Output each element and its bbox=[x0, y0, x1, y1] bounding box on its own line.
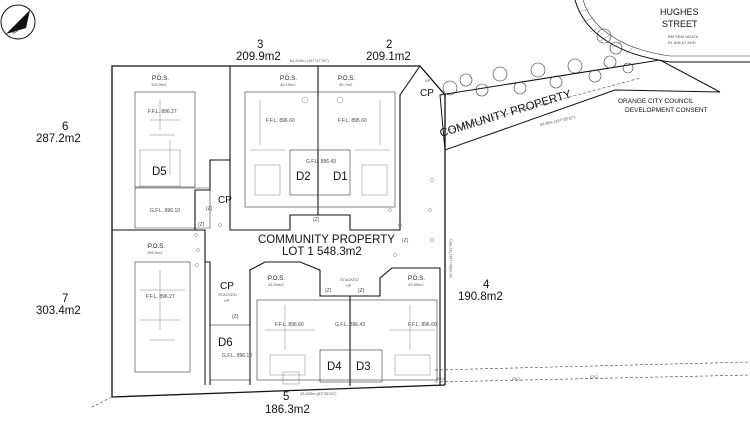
floor-level: F.F.L. 896.60 bbox=[266, 118, 295, 124]
dwelling-id: D4 bbox=[327, 361, 342, 373]
pos-label: P.O.S. bbox=[268, 276, 285, 282]
lot-area: 190.8m2 bbox=[458, 291, 503, 303]
dwelling-id: D3 bbox=[356, 361, 371, 373]
street-curve: HUGHES STREET BM SSM 184576 RL 896.67 AH… bbox=[574, 0, 750, 63]
lot-area: 209.9m2 bbox=[236, 51, 281, 63]
pos-label: P.O.S. bbox=[408, 276, 425, 282]
floor-level: G.F.L. 896.10 bbox=[150, 208, 180, 214]
floor-level: F.F.L. 895.60 bbox=[338, 118, 367, 124]
dc-marker: (DC) bbox=[512, 376, 521, 381]
street-name-line1: HUGHES bbox=[660, 7, 699, 17]
pos-label: P.O.S. bbox=[338, 76, 355, 82]
visitor-parking-label: VP bbox=[346, 283, 352, 288]
dwelling-id: D1 bbox=[333, 171, 348, 183]
z-marker: (Z) bbox=[313, 217, 320, 223]
lot-area: 186.3m2 bbox=[265, 404, 310, 416]
pos-label: P.O.S. bbox=[148, 244, 165, 250]
floor-level: G.F.L. 896.10 bbox=[222, 353, 252, 359]
dimension-top: 61.415m (167°47'30") bbox=[290, 58, 329, 63]
pos-area: 43.50m2 bbox=[268, 282, 284, 287]
floor-level: F.F.L. 896.27 bbox=[148, 109, 177, 115]
lot-area: 209.1m2 bbox=[366, 51, 411, 63]
council-line1: ORANGE CITY COUNCIL bbox=[618, 98, 694, 105]
common-property-lot: LOT 1 548.3m2 bbox=[282, 246, 362, 258]
floor-level: F.F.L. 896.60 bbox=[275, 322, 304, 328]
z-marker: (Z) bbox=[325, 288, 332, 294]
community-strip: COMMUNITY PROPERTY 24.56m (167°35'10") O… bbox=[438, 28, 721, 151]
dwelling-id: D6 bbox=[218, 337, 233, 349]
car-park-label: CP bbox=[420, 88, 434, 99]
dimension-south: 43.825m (83°35'20") bbox=[300, 391, 337, 396]
z-marker: (Z) bbox=[232, 314, 239, 320]
street-note-line2: RL 896.67 AHD bbox=[668, 40, 696, 45]
dimension-east: 26.265m (167°47'30") bbox=[448, 239, 453, 278]
car-park-label: CP bbox=[220, 281, 234, 292]
floor-level: G.F.L. 896.43 bbox=[306, 159, 336, 165]
floor-level: F.F.L. 896.27 bbox=[146, 294, 175, 300]
visitor-parking-label: VP bbox=[425, 78, 431, 83]
car-park-label: CP bbox=[218, 195, 232, 206]
visitor-parking-label: VP bbox=[224, 298, 230, 303]
lot-number: 3 bbox=[257, 39, 263, 51]
pos-label: P.O.S. bbox=[152, 76, 169, 82]
site-boundary: 61.415m (167°47'30") 26.265m (167°47'30"… bbox=[89, 58, 750, 409]
council-line2: DEVELOPMENT CONSENT bbox=[625, 107, 708, 114]
lot-number: 6 bbox=[62, 121, 68, 133]
lot-number: 7 bbox=[62, 293, 68, 305]
common-property-label: COMMUNITY PROPERTY bbox=[258, 234, 395, 246]
dwelling-outlines bbox=[134, 91, 438, 385]
stacked-label: STACKED bbox=[218, 292, 237, 297]
pos-area: 155.0m2 bbox=[147, 250, 163, 255]
pathway-dots bbox=[194, 178, 434, 267]
pos-area: 30.7m2 bbox=[339, 82, 353, 87]
stacked-label: STACKED bbox=[340, 277, 359, 282]
community-strip-label: COMMUNITY PROPERTY bbox=[438, 88, 573, 140]
pos-area: 103.0m2 bbox=[151, 82, 167, 87]
dwelling-id: D5 bbox=[152, 166, 167, 178]
z-marker: (Z) bbox=[206, 206, 213, 212]
pos-area: 40.10m2 bbox=[280, 82, 296, 87]
lot-number: 2 bbox=[386, 39, 392, 51]
pos-area: 43.50m2 bbox=[408, 282, 424, 287]
pos-label: P.O.S. bbox=[280, 76, 297, 82]
z-marker: (Z) bbox=[198, 222, 205, 228]
z-marker: (Z) bbox=[402, 238, 409, 244]
landscaping-trees bbox=[442, 28, 634, 97]
north-point: NORTH bbox=[0, 4, 36, 40]
z-marker: (Z) bbox=[358, 288, 365, 294]
dc-marker: (DC) bbox=[590, 374, 599, 379]
floor-level: F.F.L. 896.60 bbox=[408, 322, 437, 328]
lot-number: 5 bbox=[283, 391, 289, 403]
dwelling-id: D2 bbox=[296, 171, 311, 183]
lot-area: 287.2m2 bbox=[36, 133, 81, 145]
community-strip-dimension: 24.56m (167°35'10") bbox=[539, 114, 576, 127]
street-name-line2: STREET bbox=[662, 19, 698, 29]
street-note-line1: BM SSM 184576 bbox=[668, 34, 699, 39]
dc-marker: (DC) bbox=[436, 376, 445, 381]
lot-number: 4 bbox=[483, 279, 490, 291]
floor-level: G.F.L. 896.43 bbox=[335, 322, 365, 328]
lot-area: 303.4m2 bbox=[36, 305, 81, 317]
